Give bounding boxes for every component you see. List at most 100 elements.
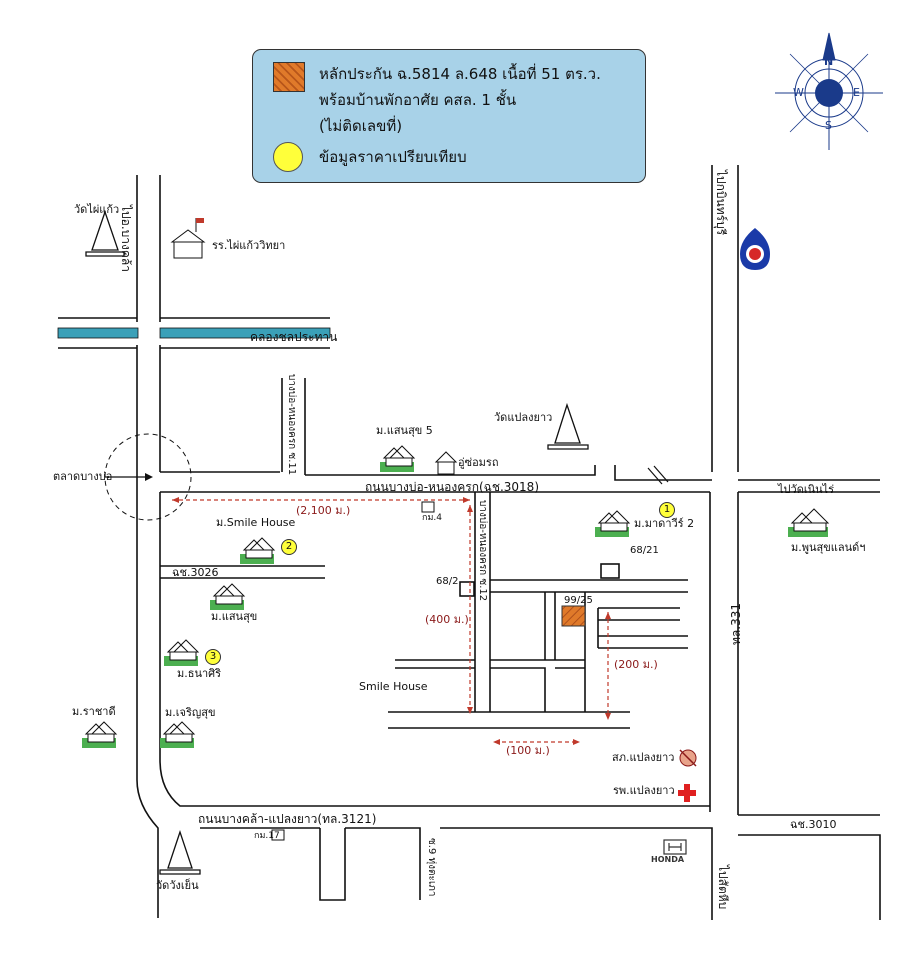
road-label-canal: คลองชลประทาน <box>250 330 338 344</box>
compass-w: W <box>793 86 804 99</box>
label-wat-plaengyao: วัดแปลงยาว <box>494 411 553 424</box>
road-label-cc3026: ฉช.3026 <box>172 566 219 579</box>
label-hospital: รพ.แปลงยาว <box>613 784 675 797</box>
road-soi12 <box>474 492 491 712</box>
village-icon <box>82 721 118 748</box>
label-wat-wangyen: วัดวังเย็น <box>156 879 199 892</box>
road-label-soi-bottom: ซ.9 ทุ่งตะเภา <box>426 838 437 897</box>
road-label-sattahip: ไปสัตหีบ <box>716 865 730 910</box>
label-smile-house-2: Smile House <box>359 680 428 693</box>
road-route331 <box>709 165 739 815</box>
honda-logo-icon <box>663 839 687 855</box>
market-arrow-head <box>145 473 153 481</box>
road-grid-h2 <box>598 607 680 621</box>
police-icon <box>679 749 697 767</box>
distance-400: (400 ม.) <box>425 613 469 626</box>
road-label-bangkla: ไปอ.บางคล้า <box>119 205 133 273</box>
road-label-331: ทล.331 <box>729 603 743 645</box>
label-school: รร.ไผ่แก้ววิทยา <box>212 239 286 252</box>
label-honda: HONDA <box>651 855 685 864</box>
road-soi11 <box>281 378 306 475</box>
road-grid-h1 <box>490 579 688 593</box>
compass-icon <box>775 32 883 150</box>
compass-e: E <box>853 86 860 99</box>
market-circle <box>104 433 192 521</box>
road-cc3026 <box>160 565 325 579</box>
comparison-marker-2: 2 <box>281 539 297 555</box>
legend-collateral-line2: พร้อมบ้านพักอาศัย คสล. 1 ชั้น <box>319 91 517 109</box>
pagoda-icon <box>85 209 125 257</box>
garage-icon <box>434 451 458 475</box>
comparison-marker-3: 3 <box>205 649 221 665</box>
distance-lines <box>172 499 609 743</box>
label-km4: กม.4 <box>422 513 442 523</box>
village-icon <box>595 510 631 537</box>
road-west-edge-right <box>159 175 200 807</box>
label-village-poonsuk: ม.พูนสุขแลนด์ฯ <box>791 541 866 554</box>
label-smile-house-1: ม.Smile House <box>216 516 296 529</box>
label-house-68-2: 68/2 <box>436 576 459 587</box>
village-icon <box>210 583 246 610</box>
compass-s: S <box>825 119 832 132</box>
village-icon <box>788 508 830 537</box>
compass-n: N <box>824 55 834 68</box>
distance-arrowheads <box>172 497 611 745</box>
comparison-marker-1: 1 <box>659 502 675 518</box>
label-km17: กม.17 <box>254 831 280 841</box>
road-bottom-edge <box>200 805 881 920</box>
road-grid-v <box>490 592 586 712</box>
plot-68-2 <box>459 581 475 597</box>
label-wat-phai-kaeo: วัดไผ่แก้ว <box>74 203 120 216</box>
road-label-soi11: บางบ่อ-หนองครก ซ.11 <box>286 374 297 476</box>
road-label-bottom: ถนนบางคล้า-แปลงยาว(ทล.3121) <box>198 812 377 826</box>
km4-post <box>421 501 435 513</box>
label-village-charoensuk: ม.เจริญสุข <box>165 706 216 719</box>
label-house-99-25: 99/25 <box>564 595 593 606</box>
road-main-edge-top <box>160 465 880 481</box>
road-label-cc3010: ฉช.3010 <box>790 818 837 831</box>
canal <box>57 327 139 339</box>
school-icon <box>170 218 206 259</box>
road-label-wat-noen: ไปวัดเนินไร่ <box>778 483 835 496</box>
label-police: สภ.แปลงยาว <box>612 751 675 764</box>
road-label-main: ถนนบางบ่อ-หนองครก(ฉช.3018) <box>365 480 539 494</box>
road-grid-h5 <box>388 711 630 729</box>
label-village-saensuk: ม.แสนสุข <box>211 610 258 623</box>
fuel-station-icon <box>740 228 770 270</box>
road-west-edge-left <box>136 175 159 918</box>
collateral-swatch <box>273 62 305 92</box>
label-village-rachadee: ม.ราชาดี <box>72 705 116 718</box>
road-grid-h4 <box>395 659 585 669</box>
distance-2100: (2,100 ม.) <box>296 504 351 517</box>
comparison-swatch <box>273 142 303 172</box>
road-bottom-soi <box>319 828 346 901</box>
legend-collateral-line3: (ไม่ติดเลขที่) <box>319 117 403 135</box>
village-icon <box>380 445 416 472</box>
plot-68-21 <box>600 563 620 579</box>
village-icon <box>160 721 196 748</box>
label-garage: อู่ซ่อมรถ <box>458 456 499 469</box>
hospital-cross-icon <box>678 784 696 802</box>
canal-east <box>159 327 331 339</box>
village-icon <box>240 537 276 564</box>
bridge-mark <box>647 465 669 485</box>
distance-100: (100 ม.) <box>506 744 550 757</box>
distance-200: (200 ม.) <box>614 658 658 671</box>
pagoda-icon-wangyen <box>159 829 201 875</box>
legend-collateral-line1: หลักประกัน ฉ.5814 ล.648 เนื้อที่ 51 ตร.ว… <box>319 65 601 83</box>
village-icons <box>82 445 830 748</box>
road-label-kabin: ไปกบินทร์บุรี <box>714 170 728 236</box>
label-house-68-21: 68/21 <box>630 545 659 556</box>
km17-post <box>271 829 285 841</box>
label-village-saensuk5: ม.แสนสุข 5 <box>376 424 433 437</box>
label-village-thanasiri: ม.ธนาศิริ <box>177 667 222 680</box>
label-village-madawi2: ม.มาดาวีร์ 2 <box>634 517 695 530</box>
collateral-plot <box>561 605 586 627</box>
road-network <box>58 165 881 920</box>
legend-comparison: ข้อมูลราคาเปรียบเทียบ <box>319 148 467 166</box>
village-icon <box>164 639 200 666</box>
road-label-soi12: บางบ่อ-หนองครก ซ.12 <box>477 500 488 602</box>
pagoda-icon-plaengyao <box>547 402 589 450</box>
label-market: ตลาดบางบ่อ <box>53 470 113 483</box>
